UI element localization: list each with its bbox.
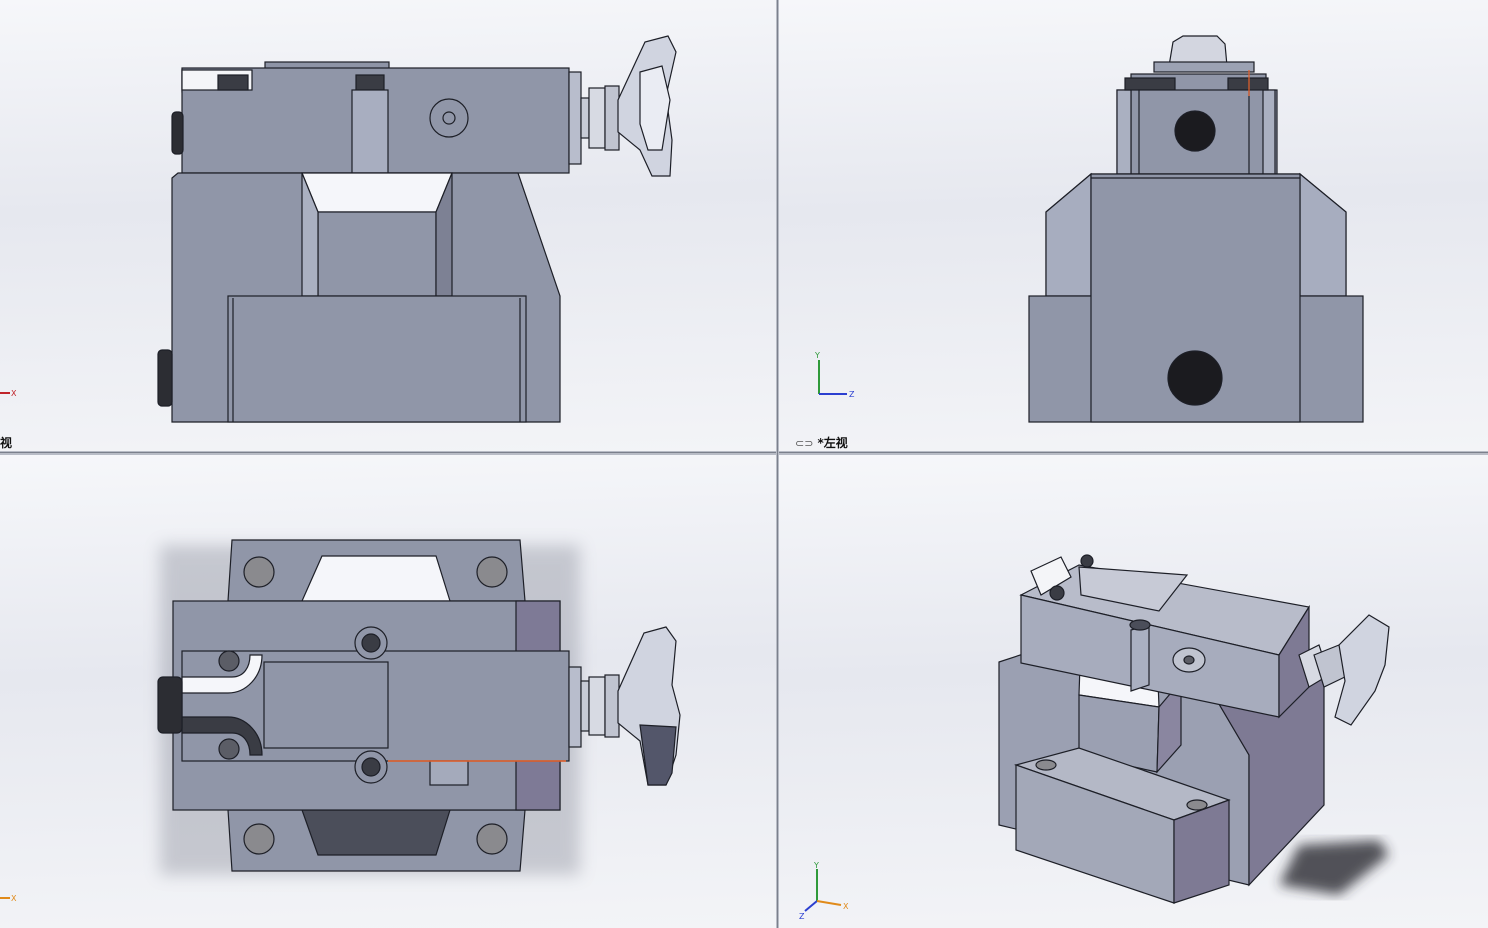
viewport-horizontal-splitter[interactable] [0, 451, 1488, 455]
coordinate-triad: X [0, 891, 30, 911]
coordinate-triad: X [0, 386, 30, 406]
viewport-front[interactable]: X 视 [0, 0, 776, 451]
svg-text:Z: Z [849, 390, 855, 399]
svg-text:X: X [843, 902, 849, 911]
viewport-isometric[interactable]: Y Z X [779, 455, 1488, 928]
svg-text:Y: Y [813, 861, 819, 870]
front-view-model [157, 35, 677, 423]
svg-text:X: X [11, 389, 17, 398]
view-label-left: ⊂⊃*左视 [795, 436, 848, 450]
isometric-view-model [998, 554, 1390, 904]
viewport-left[interactable]: Y Z ⊂⊃*左视 [779, 0, 1488, 451]
left-view-model [1028, 35, 1364, 423]
svg-text:X: X [11, 894, 17, 903]
viewport-top[interactable]: X [0, 455, 776, 928]
coordinate-triad: Y Z X [795, 861, 855, 925]
top-view-model [157, 539, 681, 875]
link-icon: ⊂⊃ [795, 437, 814, 450]
coordinate-triad: Y Z [813, 350, 863, 404]
viewport-vertical-splitter[interactable] [776, 0, 779, 928]
svg-text:Z: Z [799, 912, 805, 921]
view-label-front: 视 [0, 436, 13, 450]
svg-text:Y: Y [814, 351, 820, 360]
